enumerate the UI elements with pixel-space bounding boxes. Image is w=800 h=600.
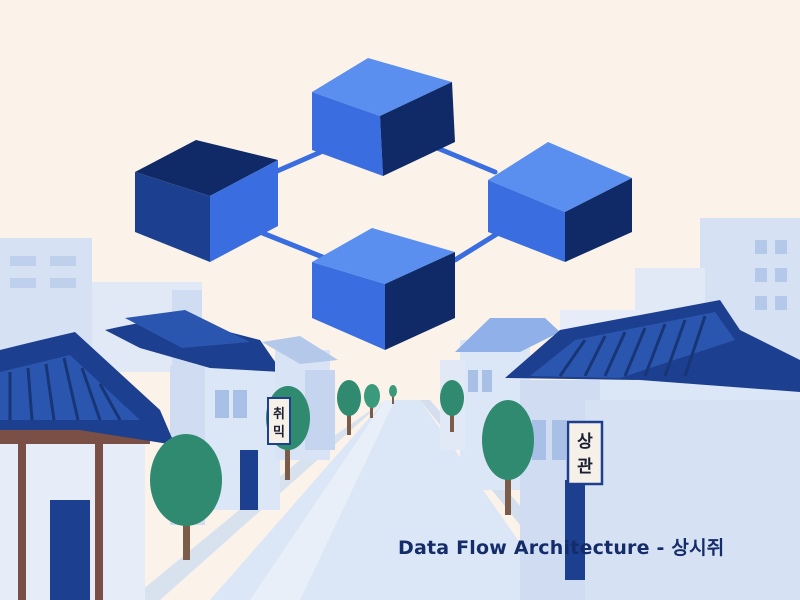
left-shop-sign: 취 믹 xyxy=(267,397,291,445)
cube-bottom xyxy=(312,228,455,350)
cube-top xyxy=(312,58,455,176)
right-shop-sign: 상 관 xyxy=(566,420,604,486)
right-sign-char-1: 상 xyxy=(577,432,593,452)
left-sign-char-2: 믹 xyxy=(273,425,285,440)
right-sign-char-2: 관 xyxy=(577,457,593,477)
left-sign-char-1: 취 xyxy=(273,406,285,422)
right-front-tree xyxy=(482,400,534,515)
right-hanok-house xyxy=(505,300,800,600)
left-front-tree xyxy=(150,434,222,560)
cube-connectors xyxy=(257,142,503,263)
left-hanok-house xyxy=(0,332,175,600)
cube-left xyxy=(135,140,278,262)
caption-title: Data Flow Architecture - 상시쥐 xyxy=(398,537,725,559)
cube-right xyxy=(488,142,632,262)
